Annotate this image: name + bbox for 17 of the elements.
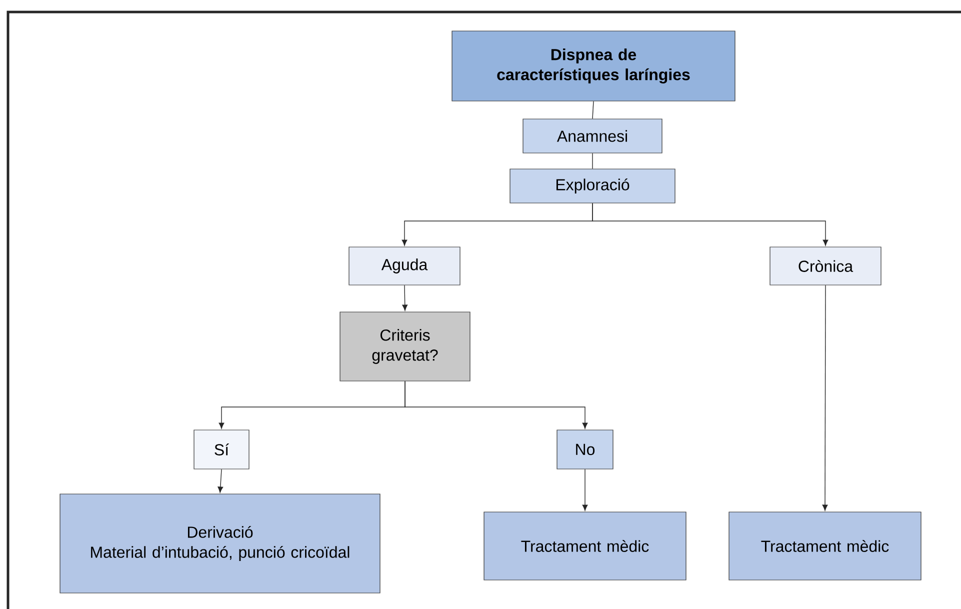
- decision-box: Criteris gravetat?: [340, 312, 470, 382]
- arrow: [402, 284, 408, 311]
- process-box: Derivació Material d’intubació, punció cricoïdal: [60, 494, 380, 594]
- arrow: [582, 468, 588, 511]
- process-box: Anamnesi: [522, 118, 662, 154]
- title-box: Dispnea de característiques laríngies: [452, 30, 736, 102]
- process-box: Tractament mèdic: [728, 512, 922, 580]
- process-box: Exploració: [510, 168, 676, 204]
- arrow: [404, 380, 588, 429]
- arrow: [592, 202, 828, 246]
- arrow: [822, 284, 828, 511]
- arrow: [218, 468, 224, 493]
- process-box: Tractament mèdic: [484, 512, 686, 580]
- process-box: Sí: [194, 430, 250, 470]
- process-box: Aguda: [348, 246, 460, 286]
- process-box: No: [556, 430, 614, 470]
- process-box: Crònica: [770, 246, 882, 286]
